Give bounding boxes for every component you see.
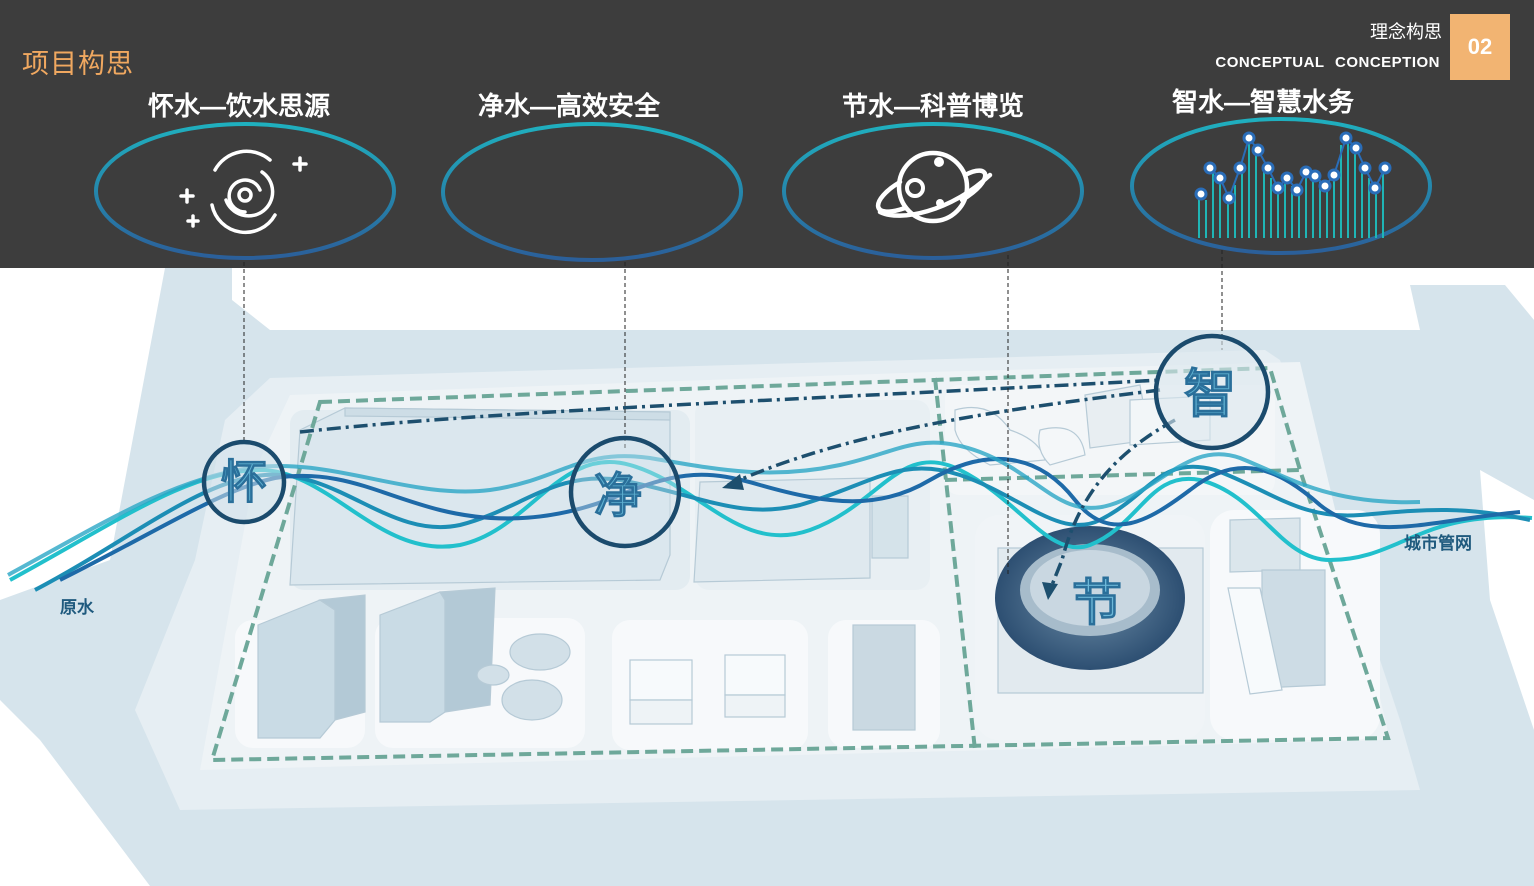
marker-char-huai: 怀 bbox=[221, 455, 267, 509]
page-title: 项目构思 bbox=[22, 49, 134, 79]
section-title-en: CONCEPTUAL CONCEPTION bbox=[1215, 54, 1440, 71]
label-city-network: 城市管网 bbox=[1404, 534, 1472, 553]
concept-title-jie: 节水—科普博览 bbox=[842, 91, 1025, 121]
marker-huai bbox=[201, 439, 287, 525]
marker-jing bbox=[568, 435, 682, 549]
marker-zhi bbox=[1153, 333, 1271, 451]
page-number-badge: 02 bbox=[1450, 14, 1510, 80]
water-flow-lines bbox=[7, 440, 1533, 592]
concept-rings bbox=[94, 117, 1432, 262]
concept-title-huai: 怀水—饮水思源 bbox=[148, 91, 331, 121]
data-points-icon bbox=[1194, 131, 1392, 238]
planet-icon bbox=[875, 150, 993, 224]
arrow-heads bbox=[722, 474, 1058, 600]
site-boundary bbox=[209, 365, 1391, 763]
leader-lines bbox=[243, 250, 1223, 575]
marker-char-zhi: 智 bbox=[1184, 365, 1236, 425]
light-rays-icon bbox=[493, 0, 695, 260]
marker-char-jing: 净 bbox=[594, 468, 642, 524]
section-title-cn: 理念构思 bbox=[1370, 22, 1442, 42]
concept-title-jing: 净水—高效安全 bbox=[478, 91, 661, 121]
galaxy-icon bbox=[179, 149, 308, 235]
marker-char-jie: 节 bbox=[1072, 574, 1122, 632]
concept-title-zhi: 智水—智慧水务 bbox=[1172, 87, 1355, 117]
label-raw-water: 原水 bbox=[60, 598, 94, 617]
